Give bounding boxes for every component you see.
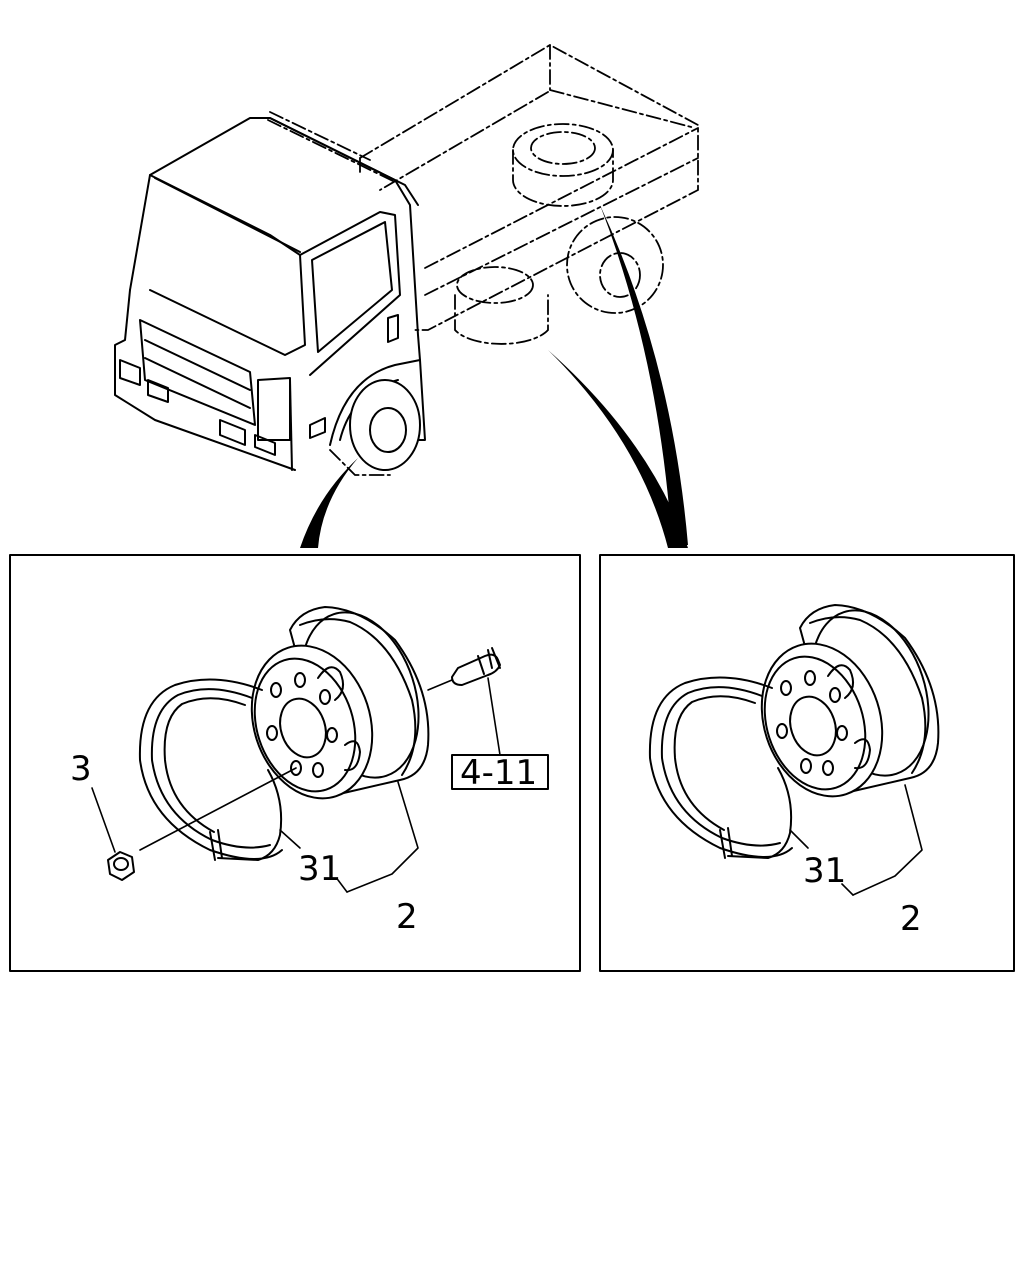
truck-cab (114, 111, 426, 476)
truck-illustration (114, 43, 699, 548)
truck-cargo-bed (359, 43, 699, 331)
leader-nut (91, 787, 116, 853)
rear-wheel-pointer-b (600, 205, 688, 545)
truck-rear-wheels (454, 216, 664, 345)
rear-wheel-rim (760, 604, 940, 798)
rear-tire-ring (648, 676, 793, 859)
detail-box-rear (599, 554, 1015, 972)
leader-ring-right (789, 829, 809, 849)
reference-box (451, 754, 549, 790)
callout-wheel-right: 2 (900, 899, 922, 939)
callout-ring-right: 31 (803, 851, 846, 891)
leader-wheel-right (852, 784, 923, 896)
rear-wheel-pointer-a (548, 350, 688, 548)
callout-wheel-left: 2 (396, 897, 418, 937)
callout-nut: 3 (70, 749, 92, 789)
front-stud-bolt (427, 647, 501, 691)
front-wheel-nut (107, 767, 297, 881)
leader-wheel-left (346, 781, 419, 893)
front-tire-ring (138, 678, 283, 861)
callout-ring-left: 31 (298, 849, 341, 889)
callout-reference: 4-11 (460, 753, 537, 793)
front-wheel-rim (250, 606, 430, 800)
leader-ring-left (279, 829, 301, 849)
front-wheel-pointer (300, 458, 358, 548)
detail-box-front (9, 554, 581, 972)
leader-reference (487, 677, 501, 756)
